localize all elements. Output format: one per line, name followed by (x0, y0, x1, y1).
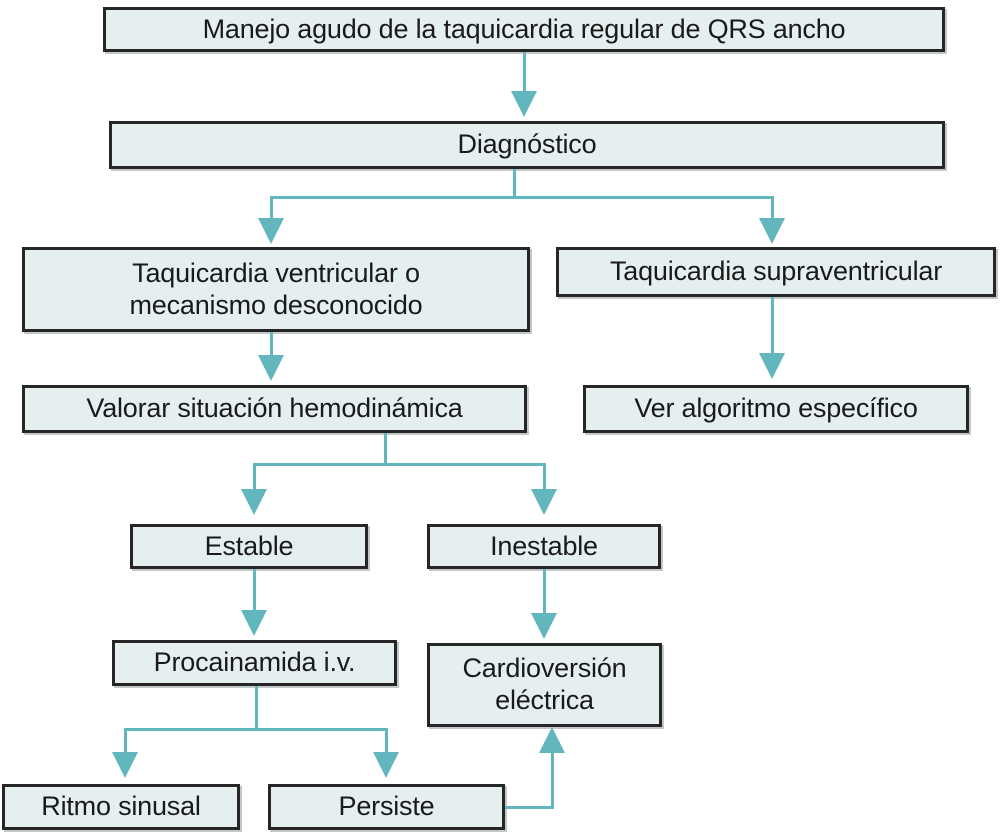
node-ver-algoritmo[interactable]: Ver algoritmo específico (583, 385, 969, 433)
edge-procainamida-stem (255, 686, 258, 730)
node-taquicardia-ventricular-label: Taquicardia ventricular o mecanismo desc… (129, 257, 423, 320)
node-titulo-label: Manejo agudo de la taquicardia regular d… (202, 13, 846, 44)
node-taquicardia-supraventricular-label: Taquicardia supraventricular (609, 256, 943, 287)
edge-procainamida-ritmo-line (124, 728, 127, 754)
edge-tsv-ver-algoritmo-arrow (759, 353, 785, 379)
edge-procainamida-bus (124, 728, 388, 731)
node-valorar-situacion[interactable]: Valorar situación hemodinámica (22, 385, 527, 433)
edge-valorar-estable-arrow (241, 489, 267, 515)
edge-tsv-ver-algoritmo-line (771, 297, 774, 355)
edge-valorar-stem (384, 433, 387, 465)
node-ver-algoritmo-label: Ver algoritmo específico (634, 393, 918, 424)
edge-procainamida-ritmo-arrow (112, 752, 138, 778)
edge-persiste-cardioversion-hline (505, 806, 554, 809)
node-taquicardia-ventricular[interactable]: Taquicardia ventricular o mecanismo desc… (22, 247, 530, 332)
edge-tv-valorar-arrow (258, 355, 284, 381)
edge-valorar-estable-line (253, 463, 256, 491)
edge-tv-valorar-line (270, 332, 273, 358)
node-taquicardia-supraventricular[interactable]: Taquicardia supraventricular (556, 247, 996, 297)
edge-persiste-cardioversion-vline (551, 752, 554, 808)
edge-persiste-cardioversion-arrow (539, 727, 565, 753)
node-procainamida-label: Procainamida i.v. (153, 647, 356, 678)
node-ritmo-sinusal-label: Ritmo sinusal (41, 791, 201, 822)
edge-procainamida-persiste-line (385, 728, 388, 754)
edge-inestable-cardioversion-arrow (531, 613, 557, 639)
node-inestable-label: Inestable (490, 530, 598, 561)
edge-diagnostico-tsv-line (771, 196, 774, 220)
edge-inestable-cardioversion-line (543, 569, 546, 617)
edge-valorar-inestable-line (543, 463, 546, 491)
node-cardioversion-label: Cardioversión eléctrica (462, 653, 627, 715)
node-ritmo-sinusal[interactable]: Ritmo sinusal (2, 784, 240, 830)
node-inestable[interactable]: Inestable (427, 524, 661, 569)
node-persiste-label: Persiste (338, 791, 435, 822)
edge-diagnostico-tsv-arrow (759, 218, 785, 244)
edge-diagnostico-tv-line (270, 196, 273, 220)
edge-procainamida-persiste-arrow (373, 752, 399, 778)
edge-valorar-inestable-arrow (531, 489, 557, 515)
node-estable[interactable]: Estable (130, 524, 368, 569)
edge-diagnostico-tv-arrow (258, 218, 284, 244)
node-titulo[interactable]: Manejo agudo de la taquicardia regular d… (103, 7, 945, 52)
node-estable-label: Estable (204, 530, 294, 561)
node-persiste[interactable]: Persiste (268, 784, 505, 830)
edge-diagnostico-stem (513, 169, 516, 199)
edge-diagnostico-bus (270, 196, 774, 199)
node-cardioversion[interactable]: Cardioversión eléctrica (427, 643, 662, 727)
edge-titulo-diagnostico-arrow (511, 91, 537, 117)
node-procainamida[interactable]: Procainamida i.v. (112, 640, 397, 686)
edge-estable-procainamida-arrow (241, 610, 267, 636)
node-diagnostico-label: Diagnóstico (457, 129, 597, 160)
node-diagnostico[interactable]: Diagnóstico (109, 121, 945, 169)
edge-titulo-diagnostico-line (523, 52, 526, 93)
node-valorar-situacion-label: Valorar situación hemodinámica (86, 393, 463, 424)
edge-estable-procainamida-line (253, 569, 256, 614)
edge-valorar-bus (253, 463, 546, 466)
